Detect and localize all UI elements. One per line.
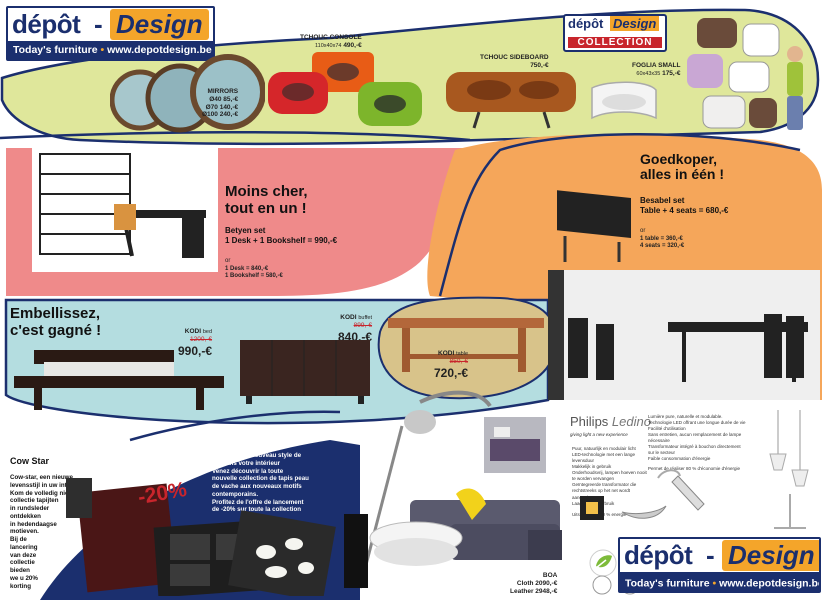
cowstar-nl-text: Cow-star, een nieuwe levensstijl in uw i…: [10, 474, 84, 590]
ledino-room-photo: [484, 417, 546, 473]
red-set-offer: Betyen set 1 Desk + 1 Bookshelf = 990,-€: [225, 226, 338, 245]
brand-logo-bottom[interactable]: dépôt - Design Today's furniture • www.d…: [618, 537, 821, 593]
logo-tagline-bottom: Today's furniture • www.depotdesign.be ®: [625, 577, 821, 590]
besabel-table-detail: [555, 186, 633, 266]
cowstar-title: Cow Star: [10, 456, 50, 466]
kodi-bed-image: [14, 350, 224, 410]
kodi-bed-label: KODI bed 1200,-€ 990,-€: [178, 328, 213, 358]
philips-ledino-logo: Philips Ledino: [570, 414, 651, 429]
besabel-photo: [548, 270, 820, 400]
boa-sofa-image: [344, 390, 562, 589]
kodi-table-image: [388, 318, 544, 372]
red-detail: or 1 Desk = 840,-€ 1 Bookshelf = 580,-€: [225, 258, 283, 279]
cowstar-rugs-image: [66, 478, 336, 596]
logo-wordmark-bottom: dépôt - Design: [620, 539, 819, 572]
logo-word-1: dépôt: [12, 9, 81, 39]
brand-logo-top[interactable]: dépôt - Design Today's furniture • www.d…: [6, 6, 215, 61]
mirrors-image: [110, 54, 265, 133]
tchouc-console-image: [268, 52, 422, 126]
eco-leaf-icon: [589, 549, 617, 577]
collection-badge: dépôt Design COLLECTION: [563, 14, 667, 52]
logo-tagline: Today's furniture • www.depotdesign.be: [13, 44, 212, 56]
red-headline: Moins cher, tout en un !: [225, 183, 308, 217]
orange-set-offer: Besabel set Table + 4 seats = 680,-€: [640, 196, 729, 215]
kodi-buffet-image: [240, 340, 370, 404]
tchouc-console-label: TCHOUC CONSOLE 110x40x74 490,-€: [300, 34, 362, 49]
kodi-table-label: KODI table 850,-€ 720,-€: [434, 350, 469, 380]
orange-headline: Goedkoper, alles in één !: [640, 151, 725, 183]
blue-headline: Embellissez, c'est gagné !: [10, 305, 102, 339]
tchouc-sideboard-label: TCHOUC SIDEBOARD 750,-€: [480, 54, 549, 69]
mirrors-label: MIRRORS Ø40 85,-€ Ø70 140,-€ Ø100 240,-€: [202, 88, 239, 119]
ledino-cube-image: [580, 496, 604, 520]
tchouc-sideboard-image: [446, 72, 576, 129]
foglia-small-image: [591, 81, 657, 120]
philips-fr-features: Lumière pure, naturelle et modulable. Te…: [648, 414, 746, 471]
shelving-image: [687, 18, 803, 130]
foglia-small-label: FOGLIA SMALL 60x43x35 175,-€: [632, 62, 681, 77]
betyen-photo: [32, 148, 218, 272]
cowstar-fr-text: Cow-star, un nouveau style de vie dans v…: [212, 452, 309, 514]
ledino-lamps-image: [621, 469, 705, 519]
ledino-pendant-image: [769, 410, 809, 529]
philips-slogan: giving light a new experience: [570, 432, 628, 437]
logo-word-2: Design: [110, 9, 209, 40]
boa-label: BOA Cloth 2090,-€ Leather 2948,-€: [510, 572, 558, 595]
logo-wordmark: dépôt - Design: [8, 8, 213, 41]
orange-detail: or 1 table = 360,-€ 4 seats = 320,-€: [640, 228, 685, 249]
